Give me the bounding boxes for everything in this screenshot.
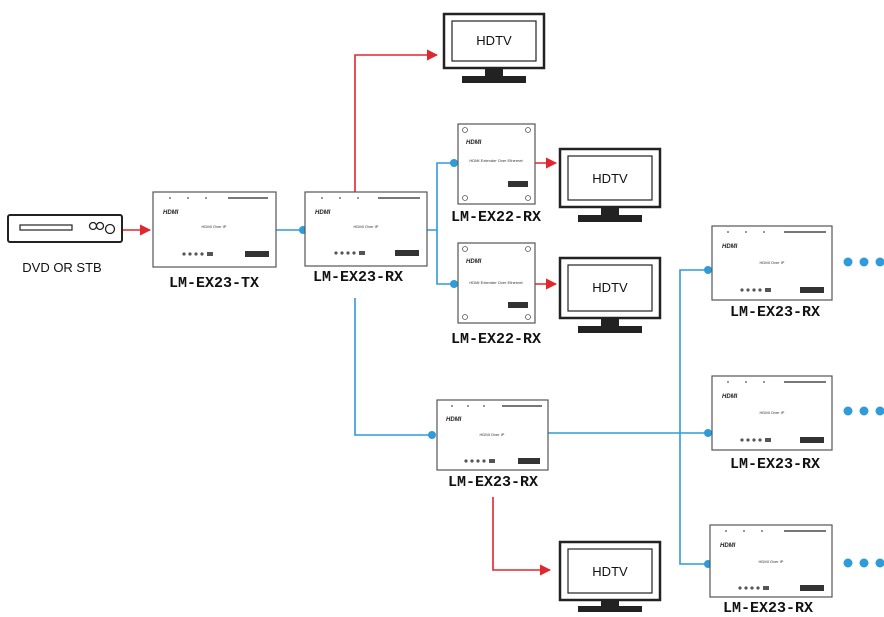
ellipsis-icon xyxy=(843,406,884,416)
tv-label: HDTV xyxy=(592,171,628,186)
dvd-player-icon xyxy=(7,214,123,243)
device-label: LM-EX23-TX xyxy=(169,275,259,292)
box-panel-text: HDMI Extender Over Ethernet xyxy=(469,280,523,285)
svg-text:HDMI: HDMI xyxy=(466,140,482,146)
box-panel-text: HDMI Over IP xyxy=(760,410,785,415)
ellipsis-icon xyxy=(843,257,884,267)
svg-text:HDMI: HDMI xyxy=(722,394,738,400)
receiver-box: HDMI HDMI Extender Over Ethernet xyxy=(457,242,536,324)
device-label: LM-EX22-RX xyxy=(451,209,541,226)
tv-label: HDTV xyxy=(592,564,628,579)
receiver-box: HDMI HDMI Over IP xyxy=(709,524,833,598)
box-panel-text: HDMI Over IP xyxy=(202,224,227,229)
tv-icon: HDTV xyxy=(442,12,546,83)
hdmi-link-rx-to-top-tv xyxy=(354,49,439,192)
receiver-box: HDMI HDMI Over IP xyxy=(711,225,833,301)
tv-label: HDTV xyxy=(476,33,512,48)
box-panel-text: HDMI Over IP xyxy=(760,260,785,265)
svg-text:HDMI: HDMI xyxy=(466,259,482,265)
receiver-box: HDMI HDMI Over IP xyxy=(711,375,833,451)
receiver-box: HDMI HDMI Extender Over Ethernet xyxy=(457,123,536,205)
hdmi-link-middle-to-tv xyxy=(492,497,552,576)
tv-icon: HDTV xyxy=(558,147,662,222)
ellipsis-icon xyxy=(843,558,884,568)
receiver-box: HDMI HDMI Over IP xyxy=(436,399,549,471)
tv-label: HDTV xyxy=(592,280,628,295)
device-label: LM-EX23-RX xyxy=(313,269,403,286)
source-label: DVD OR STB xyxy=(22,260,101,275)
svg-text:HDMI: HDMI xyxy=(315,210,331,216)
device-label: LM-EX22-RX xyxy=(451,331,541,348)
box-panel-text: HDMI Over IP xyxy=(759,559,784,564)
hdmi-logo: HDMI xyxy=(163,210,179,216)
box-panel-text: HDMI Extender Over Ethernet xyxy=(469,158,523,163)
tv-icon: HDTV xyxy=(558,256,662,333)
box-panel-text: HDMI Over IP xyxy=(354,224,379,229)
network-link-right-trunk xyxy=(679,269,708,565)
svg-text:HDMI: HDMI xyxy=(722,244,738,250)
svg-text:HDMI: HDMI xyxy=(446,417,462,423)
network-link-to-ex22-bottom xyxy=(436,230,454,285)
box-panel-text: HDMI Over IP xyxy=(480,432,505,437)
device-label: LM-EX23-RX xyxy=(730,304,820,321)
device-label: LM-EX23-RX xyxy=(723,600,813,617)
tv-icon: HDTV xyxy=(558,540,662,612)
network-link-to-ex22-top xyxy=(427,162,454,231)
transmitter-box: HDMI HDMI Over IP xyxy=(152,191,277,268)
svg-text:HDMI: HDMI xyxy=(720,543,736,549)
receiver-box: HDMI HDMI Over IP xyxy=(304,191,428,267)
device-label: LM-EX23-RX xyxy=(448,474,538,491)
network-link-to-middle-rx xyxy=(354,298,432,436)
device-label: LM-EX23-RX xyxy=(730,456,820,473)
